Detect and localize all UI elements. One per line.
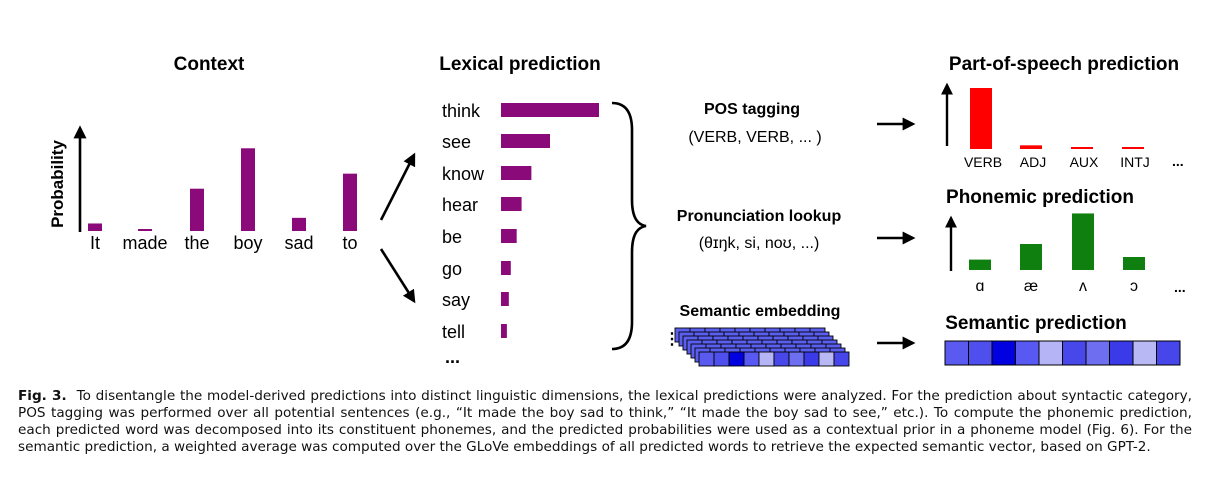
- semantic-embedding-stack: [674, 327, 850, 367]
- pronunciation-sequence: (θɪŋk, si, noʊ, ...): [699, 235, 820, 252]
- lexical-rows: think see know hear be go say tell: [442, 101, 599, 342]
- semantic-cell-9: [1132, 340, 1157, 366]
- context-word-the: the: [184, 233, 209, 253]
- lexical-bar-be: [501, 229, 517, 243]
- embedding-cell: [773, 351, 790, 367]
- pos-prediction-title: Part-of-speech prediction: [949, 54, 1179, 75]
- semantic-cell-3: [991, 340, 1016, 366]
- pos-label-VERB: VERB: [964, 154, 1002, 170]
- phoneme-label-3: ʌ: [1079, 278, 1087, 295]
- semantic-cell-5: [1038, 340, 1063, 366]
- phonemic-prediction-title: Phonemic prediction: [946, 187, 1134, 208]
- context-bar-boy: [241, 148, 255, 231]
- lexical-bar-think: [501, 103, 599, 117]
- lexical-bar-say: [501, 292, 509, 306]
- pos-tagging-title: POS tagging: [704, 101, 800, 118]
- semantic-cell-7: [1085, 340, 1110, 366]
- context-word-boy: boy: [233, 233, 262, 253]
- context-bars: [88, 148, 357, 231]
- lexical-word-be: be: [442, 227, 462, 247]
- lexical-word-go: go: [442, 259, 462, 279]
- lexical-bar-see: [501, 134, 550, 148]
- embedding-cell: [758, 351, 775, 367]
- pos-bar-VERB: [970, 88, 992, 149]
- arrow-context-to-lexical-down: [379, 248, 416, 304]
- context-word-It: It: [90, 233, 100, 253]
- context-word-sad: sad: [284, 233, 313, 253]
- phoneme-label-4: ɔ: [1130, 278, 1138, 295]
- arrow-context-to-lexical-up: [379, 152, 416, 221]
- lexical-bar-hear: [501, 197, 522, 211]
- embedding-cell: [788, 351, 805, 367]
- context-bar-the: [190, 188, 204, 231]
- lexical-word-say: say: [442, 290, 470, 310]
- lexical-title: Lexical prediction: [439, 54, 601, 75]
- lexical-curly-brace: [611, 101, 647, 351]
- pos-bar-AUX: [1071, 147, 1093, 149]
- pos-prediction-labels: VERB ADJ AUX INTJ: [964, 154, 1150, 170]
- caption-text: To disentangle the model-derived predict…: [18, 388, 1192, 455]
- semantic-cell-4: [1015, 340, 1040, 366]
- phoneme-bar-4: [1123, 257, 1145, 270]
- lexical-bar-know: [501, 166, 532, 180]
- semantic-cell-6: [1062, 340, 1087, 366]
- lexical-word-see: see: [442, 132, 471, 152]
- lexical-bar-tell: [501, 324, 507, 338]
- semantic-cell-8: [1109, 340, 1134, 366]
- figure-caption: Fig. 3.To disentangle the model-derived …: [18, 388, 1192, 456]
- pos-label-AUX: AUX: [1070, 154, 1099, 170]
- semantic-embedding-title: Semantic embedding: [680, 303, 841, 320]
- phoneme-label-2: æ: [1024, 278, 1038, 295]
- pos-bar-ADJ: [1020, 145, 1042, 149]
- embedding-cell: [803, 351, 820, 367]
- context-bar-It: [88, 223, 102, 231]
- semantic-cell-2: [968, 340, 993, 366]
- context-title: Context: [174, 54, 245, 75]
- semantic-cell-10: [1156, 340, 1181, 366]
- semantic-prediction-title: Semantic prediction: [945, 313, 1127, 334]
- pos-label-INTJ: INTJ: [1120, 154, 1150, 170]
- pos-prediction-bars: [970, 88, 1144, 149]
- pronunciation-title: Pronunciation lookup: [677, 208, 842, 225]
- pos-label-ADJ: ADJ: [1020, 154, 1046, 170]
- embedding-cell: [818, 351, 835, 367]
- context-word-made: made: [122, 233, 167, 253]
- phoneme-bar-1: [969, 259, 991, 270]
- phonemic-prediction-bars: [969, 213, 1145, 270]
- caption-label: Fig. 3.: [18, 388, 67, 404]
- embedding-cell: [743, 351, 760, 367]
- context-bar-to: [343, 173, 357, 231]
- pos-bar-INTJ: [1122, 147, 1144, 149]
- lexical-word-think: think: [442, 101, 481, 121]
- context-word-to: to: [342, 233, 357, 253]
- semantic-cell-1: [944, 340, 969, 366]
- embedding-cell: [833, 351, 850, 367]
- phonemic-prediction-ellipsis: ...: [1174, 279, 1186, 295]
- pos-prediction-ellipsis: ...: [1172, 153, 1184, 169]
- phoneme-bar-2: [1020, 244, 1042, 270]
- lexical-word-tell: tell: [442, 322, 465, 342]
- pos-tagging-sequence: (VERB, VERB, ... ): [688, 129, 821, 146]
- semantic-prediction-vector: [944, 340, 1181, 366]
- embedding-cell: [728, 351, 745, 367]
- phoneme-label-1: ɑ: [976, 278, 985, 295]
- lexical-bar-go: [501, 261, 511, 275]
- embedding-cell: [713, 351, 730, 367]
- context-y-label: Probability: [48, 140, 67, 228]
- phoneme-bar-3: [1072, 213, 1094, 270]
- lexical-ellipsis: ...: [445, 347, 460, 367]
- embedding-cell: [698, 351, 715, 367]
- lexical-word-know: know: [442, 164, 485, 184]
- context-bar-made: [138, 229, 152, 231]
- lexical-word-hear: hear: [442, 195, 478, 215]
- context-bar-sad: [292, 217, 306, 231]
